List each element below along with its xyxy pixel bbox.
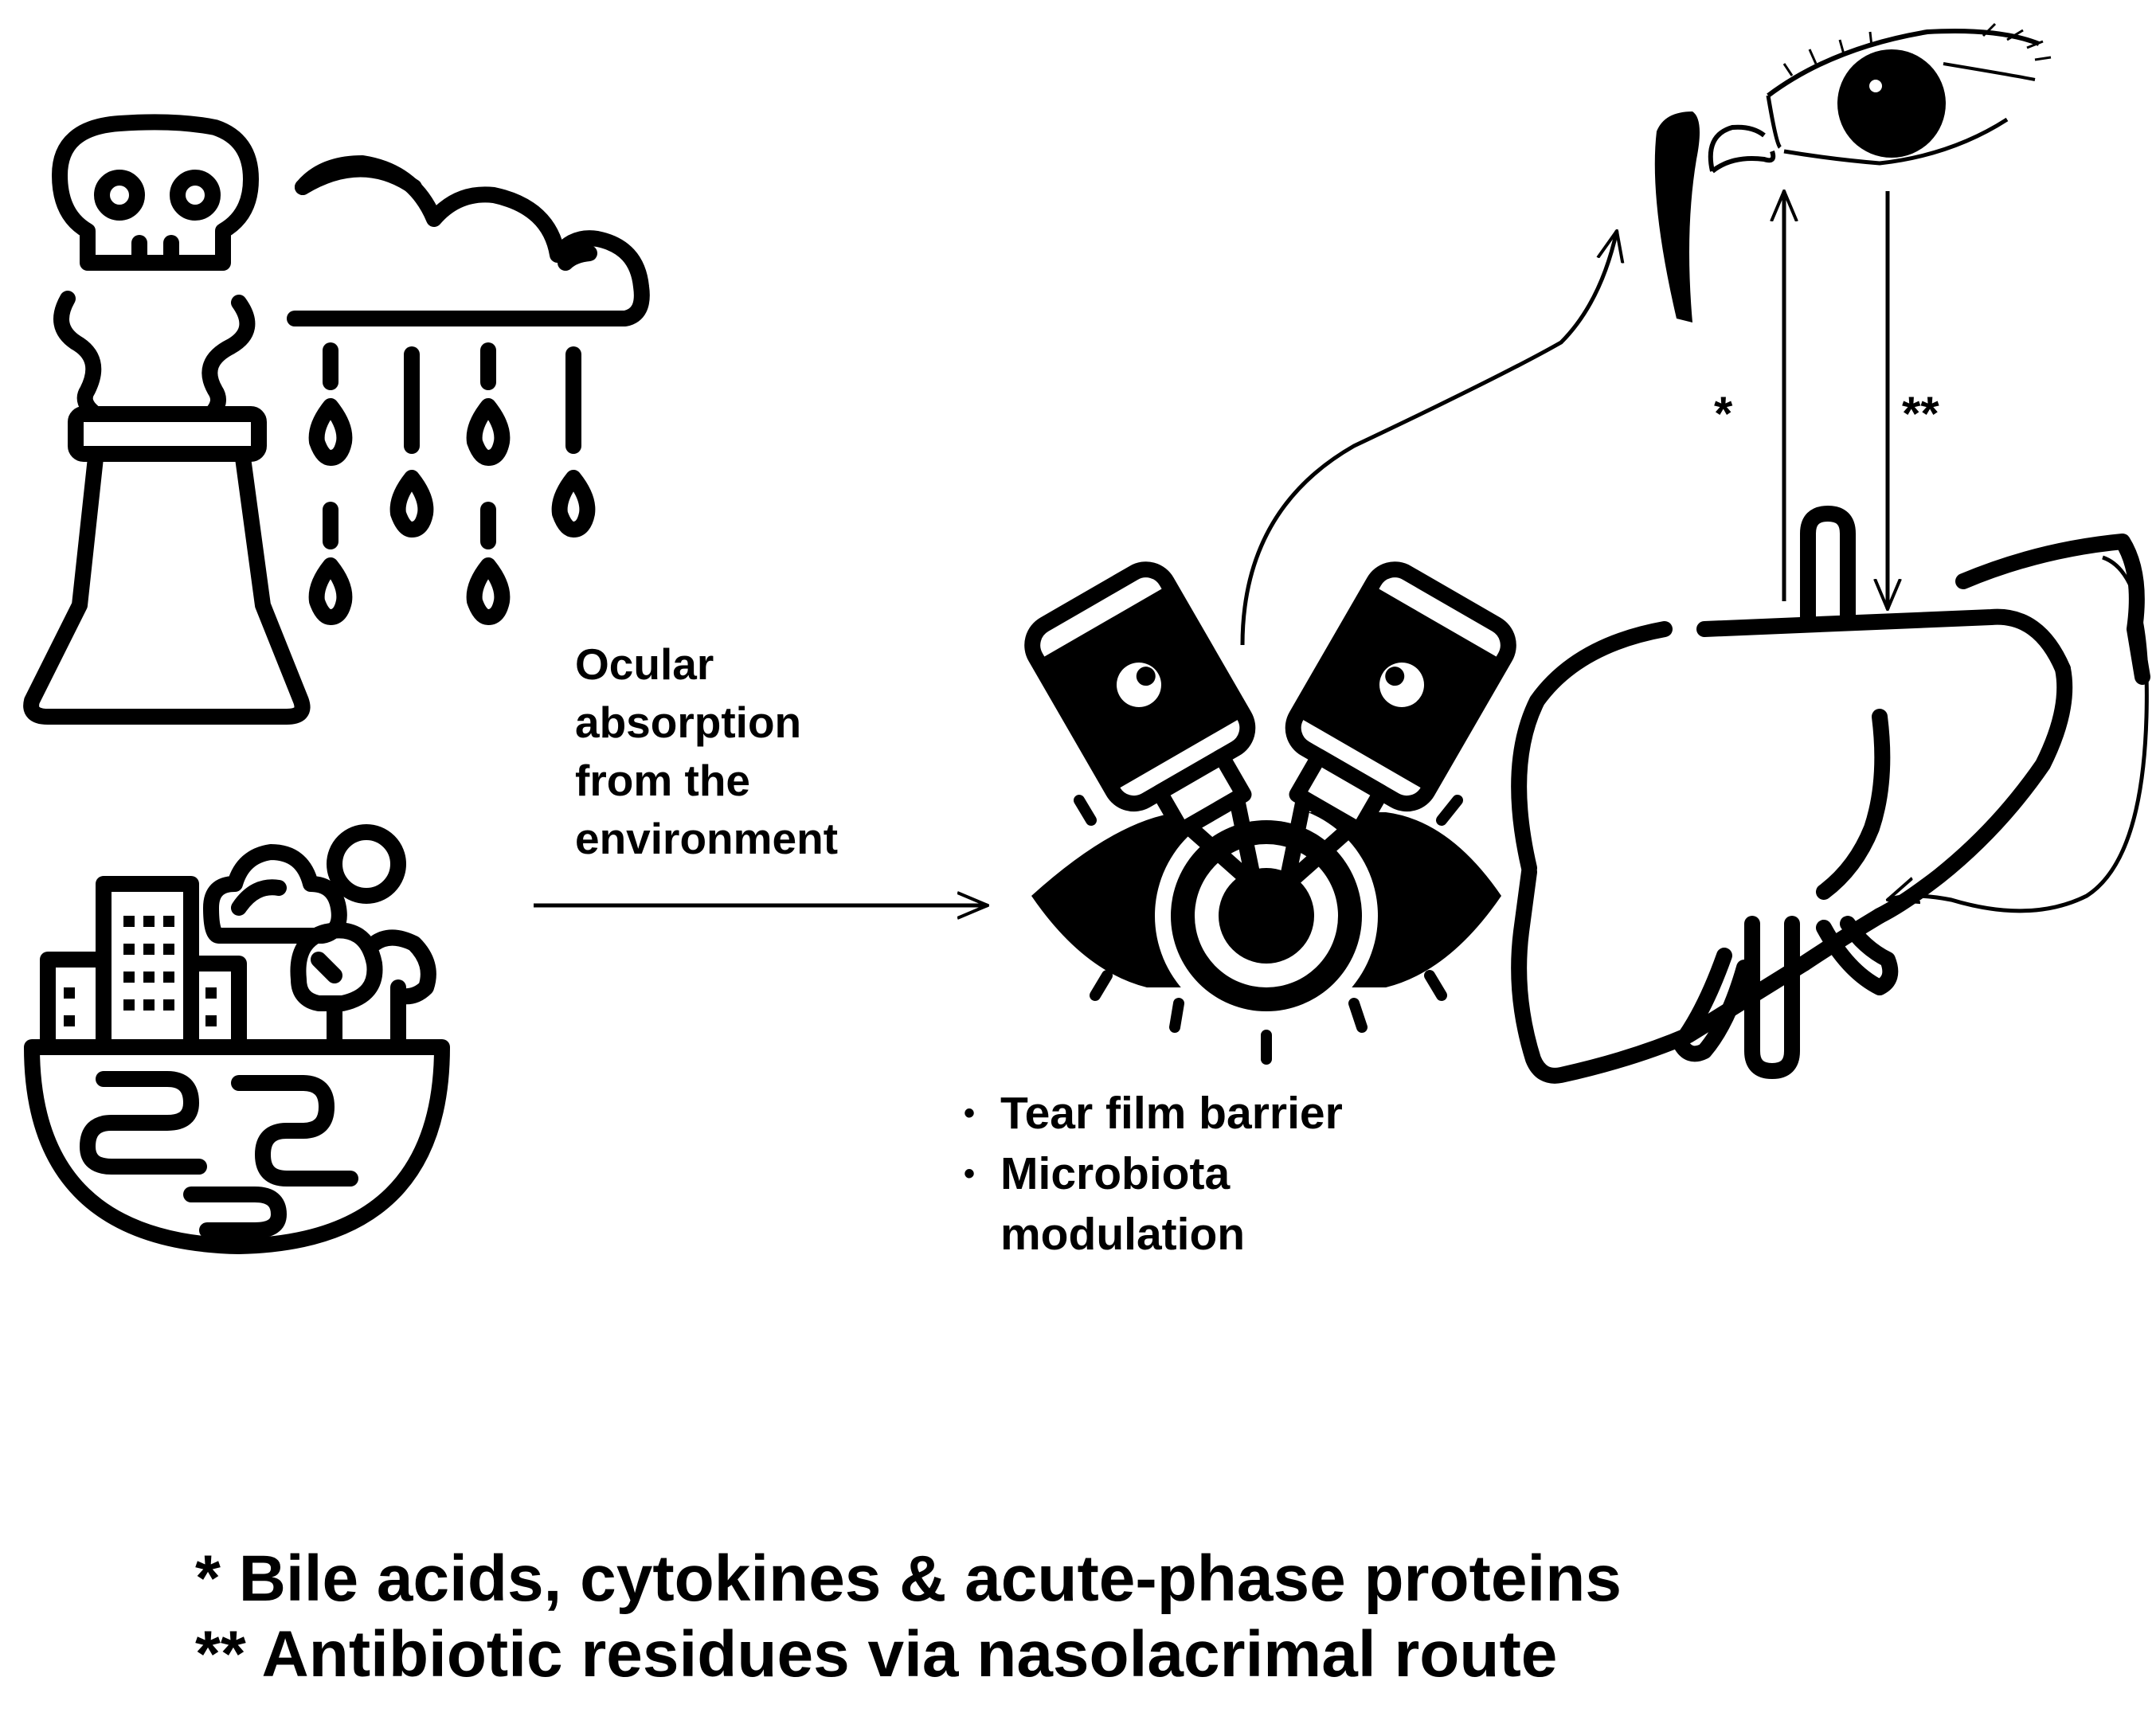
bullet-icon: • bbox=[964, 1156, 976, 1191]
footnotes: * Bile acids, cytokines & acute-phase pr… bbox=[195, 1541, 1622, 1692]
liver-icon bbox=[1511, 506, 2150, 1084]
footnote-antibiotic-residues: ** Antibiotic residues via nasolacrimal … bbox=[195, 1618, 1558, 1691]
double-asterisk-label: ** bbox=[1902, 387, 1939, 440]
bullet-icon: • bbox=[964, 1096, 976, 1131]
return-arrow-to-liver bbox=[1888, 555, 2149, 913]
microbiota-modulation-label: Microbiota modulation bbox=[1000, 1148, 1246, 1260]
eye-with-eyedrops-icon bbox=[1024, 561, 1516, 1065]
city-landscape-icon bbox=[24, 824, 450, 1254]
curved-arrow-to-eye bbox=[1240, 231, 1617, 646]
list-item: • Tear film barrier bbox=[964, 1083, 1343, 1144]
human-eye-icon bbox=[1654, 22, 2052, 323]
list-item: • Microbiota modulation bbox=[964, 1144, 1343, 1265]
factory-pollution-icon bbox=[23, 114, 650, 725]
footnote-bile-acids: * Bile acids, cytokines & acute-phase pr… bbox=[195, 1542, 1622, 1615]
single-asterisk-label: * bbox=[1714, 387, 1733, 440]
tear-film-barrier-label: Tear film barrier bbox=[1000, 1088, 1343, 1139]
ocular-defense-list: • Tear film barrier • Microbiota modulat… bbox=[964, 1083, 1343, 1265]
ocular-absorption-label: Ocular absorption from the environment bbox=[575, 639, 839, 864]
